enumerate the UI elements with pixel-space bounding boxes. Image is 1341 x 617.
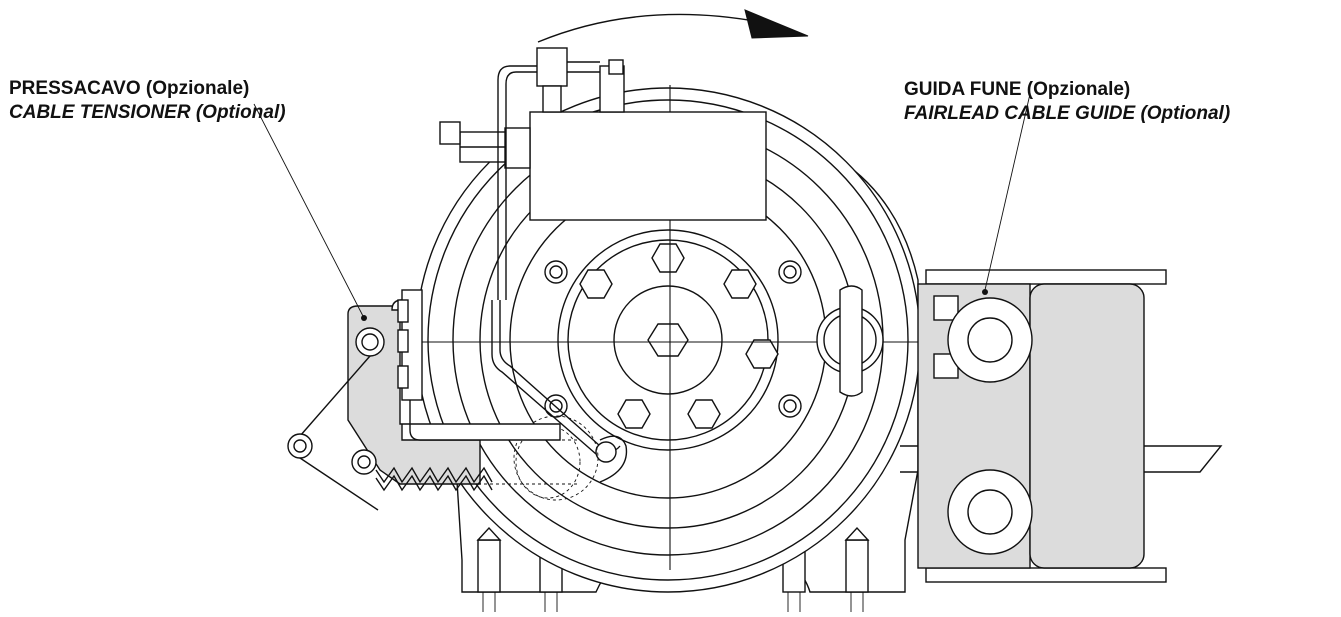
foot-bolt-1	[476, 526, 502, 612]
valve-block	[439, 47, 767, 300]
hub-bolts	[544, 243, 802, 429]
release-knob	[816, 285, 884, 397]
fairlead-guide	[900, 269, 1223, 583]
rotation-arrow-icon	[537, 9, 809, 43]
guide-label-english: FAIRLEAD CABLE GUIDE (Optional)	[904, 103, 1231, 124]
cable-tensioner	[287, 289, 580, 511]
guide-label-italian: GUIDA FUNE (Opzionale)	[904, 79, 1131, 100]
foot-bolt-4	[844, 526, 870, 612]
tensioner-label-english: CABLE TENSIONER (Optional)	[9, 102, 286, 123]
spring-icon	[375, 466, 493, 484]
leader-lines	[253, 93, 1031, 321]
tensioner-label-italian: PRESSACAVO (Opzionale)	[9, 78, 250, 99]
clutch-lever	[491, 300, 628, 501]
